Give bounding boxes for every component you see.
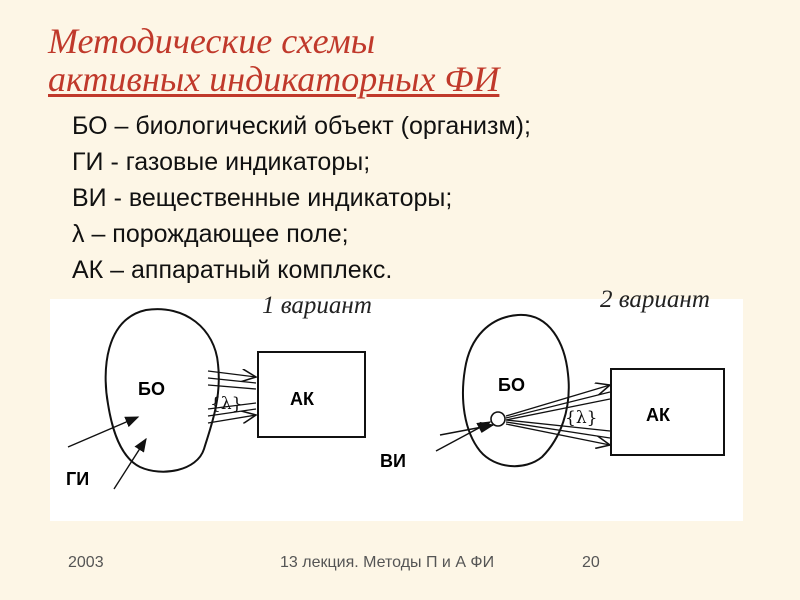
title-line-2: активных индикаторных ФИ bbox=[48, 59, 500, 99]
diagram-canvas: БО АК {λ} ГИ БО АК bbox=[50, 299, 743, 521]
variant-2-caption: 2 вариант bbox=[600, 286, 710, 313]
variant-1-caption: 1 вариант bbox=[262, 292, 372, 319]
slide-title: Методические схемы активных индикаторных… bbox=[48, 22, 499, 98]
lambda-label-2: {λ} bbox=[565, 408, 597, 428]
legend-item-vi: ВИ - вещественные индикаторы; bbox=[72, 184, 453, 212]
gi-label: ГИ bbox=[66, 469, 89, 489]
gi-arrow-1a bbox=[67, 416, 140, 448]
footer-page-number: 20 bbox=[582, 554, 600, 571]
schematic-diagram: БО АК {λ} ГИ БО АК bbox=[50, 299, 743, 521]
ak-box-2 bbox=[610, 368, 725, 456]
footer-year: 2003 bbox=[68, 554, 104, 571]
ak-box-1 bbox=[257, 351, 366, 438]
vi-arrow-2 bbox=[439, 421, 495, 436]
diagram-background bbox=[50, 299, 743, 521]
footer-lecture-title: 13 лекция. Методы П и А ФИ bbox=[280, 554, 495, 571]
bio-object-blob-1 bbox=[104, 308, 220, 473]
title-line-1: Методические схемы bbox=[48, 21, 376, 61]
bio-object-blob-2 bbox=[462, 313, 570, 468]
bo-label-1: БО bbox=[138, 379, 165, 399]
legend-item-bo: БО – биологический объект (организм); bbox=[72, 112, 531, 140]
variant-2-schematic: БО АК {λ} ВИ bbox=[380, 313, 725, 471]
variant-1-schematic: БО АК {λ} ГИ bbox=[66, 308, 366, 490]
vi-label: ВИ bbox=[380, 451, 406, 471]
legend-item-gi: ГИ - газовые индикаторы; bbox=[72, 148, 371, 176]
vi-point bbox=[490, 411, 506, 427]
ak-label-1: АК bbox=[290, 389, 315, 409]
gi-arrow-1b bbox=[113, 437, 147, 490]
ak-label-2: АК bbox=[646, 405, 671, 425]
field-arrow-2 bbox=[505, 385, 610, 445]
legend-item-lambda: λ – порождающее поле; bbox=[72, 220, 349, 248]
legend-item-ak: АК – аппаратный комплекс. bbox=[72, 256, 393, 284]
lambda-label-1: {λ} bbox=[210, 394, 242, 414]
field-arrow-1 bbox=[207, 371, 256, 423]
legend-list: БО – биологический объект (организм); ГИ… bbox=[72, 108, 531, 288]
bo-label-2: БО bbox=[498, 375, 525, 395]
